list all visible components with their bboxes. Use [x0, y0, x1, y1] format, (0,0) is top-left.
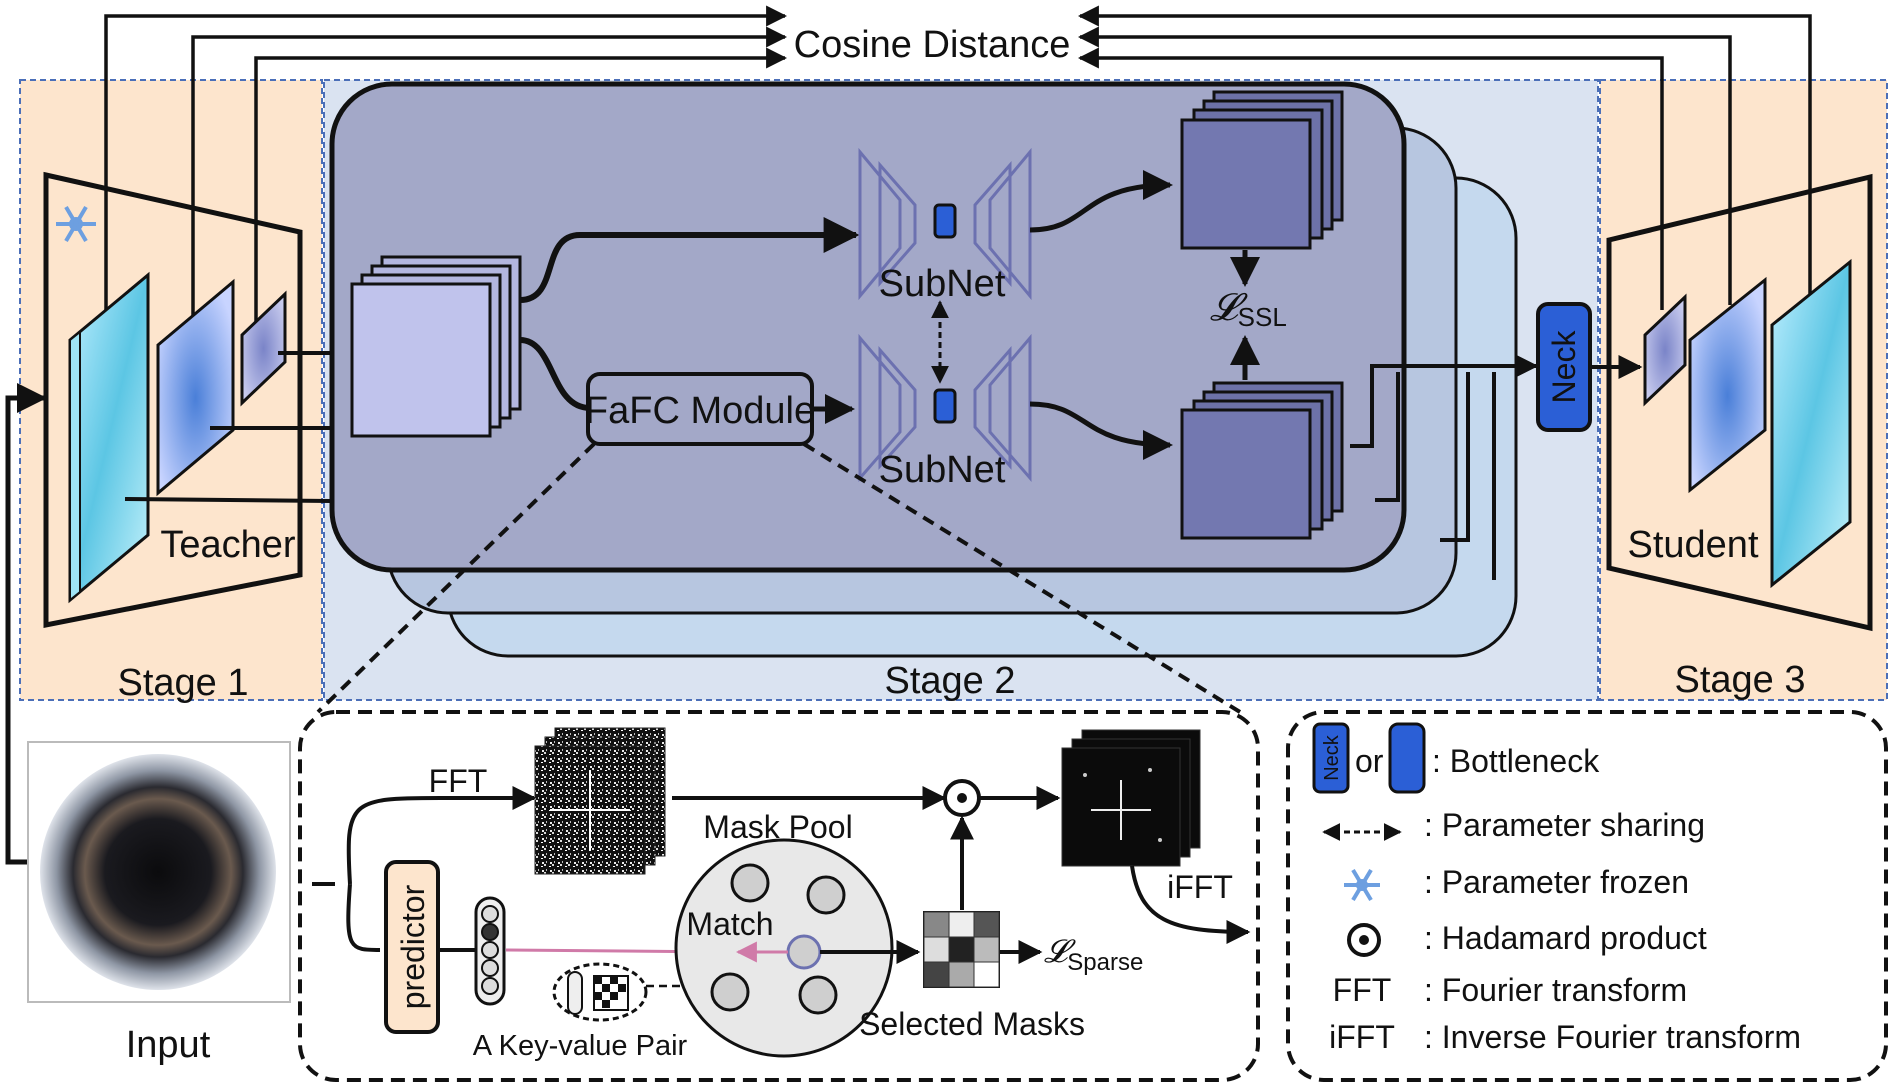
key-vector	[474, 896, 506, 1006]
neck-mini-label: Neck	[1321, 734, 1343, 781]
fafc-module-label: FaFC Module	[585, 390, 815, 432]
legend-item-ifft: iFFT : Inverse Fourier transform	[1329, 1019, 1801, 1055]
subnet-bottom-label: SubNet	[879, 449, 1006, 491]
student-feature-map-medium	[1688, 276, 1767, 494]
ifft-arrow	[1130, 865, 1251, 944]
legend-key-fft: FFT	[1333, 972, 1392, 1008]
output-stack-top	[1180, 90, 1344, 250]
subnet-bottom-to-output	[1029, 401, 1173, 460]
legend-item-bottleneck: Neck or : Bottleneck	[1312, 722, 1600, 794]
legend-desc-sharing: : Parameter sharing	[1424, 807, 1705, 843]
predictor-block	[384, 860, 440, 1034]
branch-to-subnet-top	[519, 217, 860, 303]
input-feature-stack	[350, 255, 522, 438]
neck-label: Neck	[1546, 330, 1582, 404]
input-image	[40, 754, 276, 990]
predictor-label: predictor	[395, 884, 431, 1009]
key-value-pair-icon	[552, 962, 648, 1022]
loss-sparse-label: 𝓛Sparse	[1044, 933, 1143, 976]
legend-desc-ifft: : Inverse Fourier transform	[1424, 1019, 1801, 1055]
stage2-label: Stage 2	[885, 660, 1016, 702]
branch-to-fafc	[519, 337, 591, 411]
hadamard-icon	[1347, 923, 1381, 957]
snowflake-icon	[1344, 868, 1380, 902]
fft-spectrum-stack	[534, 727, 666, 875]
student-feature-map-small	[1643, 293, 1687, 407]
output-stack-bottom	[1180, 381, 1344, 540]
legend-desc-fft: : Fourier transform	[1424, 972, 1687, 1008]
input-label: Input	[126, 1024, 211, 1066]
legend-desc-hadamard: : Hadamard product	[1424, 920, 1707, 956]
cosine-lines-left	[104, 5, 788, 330]
legend-item-frozen: : Parameter frozen	[1344, 864, 1689, 902]
key-value-pair-label: A Key-value Pair	[473, 1030, 688, 1062]
fft-label: FFT	[429, 763, 488, 799]
bottleneck-icon	[1312, 722, 1350, 794]
legend-or-label: or	[1355, 743, 1384, 779]
matched-mask-item	[786, 934, 822, 970]
subnet-bottom	[858, 333, 1032, 483]
match-label: Match	[686, 906, 773, 942]
hadamard-product-node	[943, 779, 981, 817]
selected-masks-grid	[923, 911, 1000, 988]
output-to-neck-lines	[1350, 354, 1539, 580]
subnet-top-to-output	[1029, 170, 1173, 233]
legend-key-ifft: iFFT	[1329, 1019, 1395, 1055]
detail-split-lines	[312, 796, 530, 952]
cosine-distance-label: Cosine Distance	[794, 24, 1071, 66]
masked-spectrum-stack	[1061, 729, 1201, 867]
teacher-trapezoid	[43, 171, 303, 629]
selected-masks-label: Selected Masks	[859, 1006, 1085, 1042]
loss-ssl-subscript: SSL	[1238, 302, 1287, 332]
zoom-line-left	[316, 442, 596, 714]
input-to-teacher-arrow	[5, 383, 47, 865]
stage2-panel-front	[329, 81, 1407, 573]
subnet-top-label: SubNet	[879, 263, 1006, 305]
legend-item-sharing: : Parameter sharing	[1322, 807, 1705, 843]
mask-pool-label: Mask Pool	[703, 809, 852, 845]
stage3-label: Stage 3	[1675, 659, 1806, 701]
mask-pool-items	[710, 863, 846, 1015]
student-trapezoid	[1606, 173, 1873, 632]
student-label: Student	[1628, 524, 1759, 566]
loss-ssl-label: 𝓛SSL	[1210, 287, 1287, 332]
snowflake-icon	[56, 205, 96, 243]
legend-desc-frozen: : Parameter frozen	[1424, 864, 1689, 900]
subnet-top	[858, 147, 1032, 301]
ifft-label: iFFT	[1167, 869, 1233, 905]
teacher-label: Teacher	[160, 524, 296, 566]
zoom-line-right	[802, 442, 1242, 714]
legend-item-fft: FFT : Fourier transform	[1333, 972, 1687, 1008]
loss-sparse-subscript: Sparse	[1067, 949, 1143, 976]
teacher-feature-map-small	[240, 290, 287, 407]
teacher-feature-map-large	[68, 271, 150, 604]
legend-item-hadamard: : Hadamard product	[1347, 920, 1707, 957]
student-feature-map-large	[1770, 258, 1852, 589]
stage1-label: Stage 1	[118, 662, 249, 704]
legend-panel	[1286, 710, 1888, 1082]
bottleneck-icon-alt	[1388, 722, 1426, 794]
legend-desc-bottleneck: : Bottleneck	[1432, 743, 1600, 779]
